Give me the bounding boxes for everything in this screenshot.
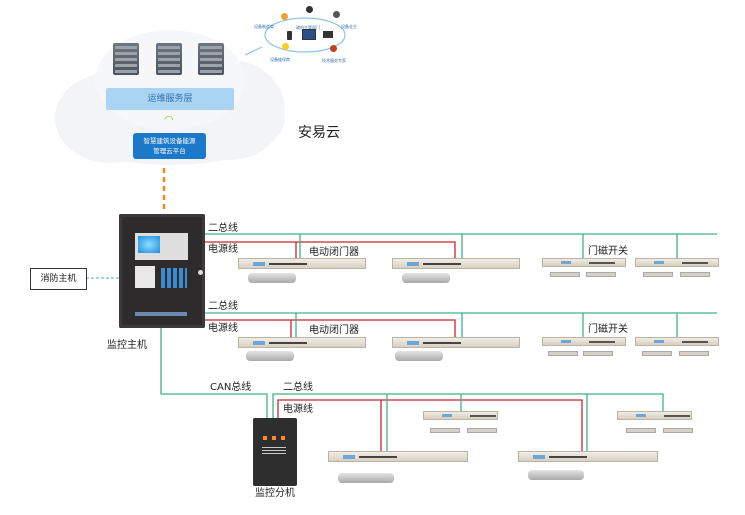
- door-closer: [328, 451, 468, 462]
- door-closer-arm: [528, 470, 584, 480]
- door-closer-arm: [246, 351, 294, 361]
- user-avatar-icon: [281, 13, 288, 20]
- door-closer-arm: [248, 273, 296, 283]
- row1-bus-label: 二总线: [208, 223, 238, 234]
- door-closer: [392, 337, 520, 348]
- main-controller-cabinet: [119, 214, 205, 328]
- user-avatar-icon: [306, 6, 313, 13]
- door-knob-icon: [198, 270, 203, 275]
- row1-power: [205, 241, 456, 258]
- phone-icon: [287, 31, 292, 40]
- sub-controller-cabinet: [253, 418, 297, 486]
- door-magnet-switch: [423, 411, 498, 420]
- magnet-sensor: [467, 428, 497, 433]
- wifi-icon: ◠: [164, 113, 174, 126]
- ring-connector: [244, 46, 263, 56]
- door-closer: [392, 258, 520, 269]
- magnet-sensor: [663, 428, 693, 433]
- row2-power: [205, 319, 456, 337]
- controller-window: [135, 266, 155, 288]
- platform-line1: 智慧建筑设备能源: [143, 137, 196, 145]
- magnet-sensor: [642, 351, 672, 356]
- can-bus-label: CAN总线: [210, 382, 252, 393]
- magnet-sensor: [643, 272, 673, 277]
- magnet-sensor: [550, 272, 580, 277]
- door-magnet-switch: [617, 411, 692, 420]
- magnet-sensor: [626, 428, 656, 433]
- sub-controller-label: 监控分机: [255, 488, 295, 499]
- laptop-icon: [323, 31, 333, 38]
- user-avatar-icon: [330, 45, 337, 52]
- controller-screen: [138, 236, 160, 253]
- keypad-icon: [161, 268, 187, 288]
- door-magnet-switch: [635, 258, 719, 267]
- indicator-leds-icon: [263, 436, 285, 440]
- server-icon: [113, 43, 139, 75]
- magnet-sensor: [680, 272, 710, 277]
- main-controller-label: 监控主机: [107, 340, 147, 351]
- user-avatar-icon: [282, 43, 289, 50]
- fire-host-box: 消防主机: [30, 268, 87, 290]
- server-icon: [156, 43, 182, 75]
- magnet-sensor: [583, 351, 613, 356]
- tablet-icon: [302, 29, 316, 40]
- ring-label: 设备业主: [341, 24, 357, 29]
- row2-magnet-label: 门磁开关: [588, 324, 628, 335]
- user-avatar-icon: [333, 11, 340, 18]
- cloud-platform-box: 智慧建筑设备能源 管理云平台: [133, 133, 206, 159]
- brand-plate: [135, 312, 187, 316]
- ring-label: 政府主管部门: [296, 25, 320, 30]
- row3-bus-label: 二总线: [283, 382, 313, 393]
- user-ring: [264, 17, 346, 53]
- row1-magnet-label: 门磁开关: [588, 246, 628, 257]
- row1-power-label: 电源线: [208, 244, 238, 255]
- sub-controller-panel-text: [262, 447, 286, 455]
- can-bus: [160, 328, 268, 420]
- ring-label: 技术服务专家: [322, 58, 346, 63]
- server-icon: [198, 43, 224, 75]
- ring-label: 设备维保商: [270, 57, 290, 62]
- row2-power-label: 电源线: [208, 323, 238, 334]
- door-closer-arm: [402, 273, 450, 283]
- row3-power: [277, 399, 583, 455]
- door-magnet-switch: [542, 337, 626, 346]
- ring-label: 设备制造商: [254, 24, 274, 29]
- row1-closer-label: 电动闭门器: [309, 247, 359, 258]
- magnet-sensor: [548, 351, 578, 356]
- magnet-sensor: [679, 351, 709, 356]
- row2-bus-label: 二总线: [208, 301, 238, 312]
- platform-line2: 管理云平台: [153, 147, 186, 155]
- door-closer-arm: [395, 351, 443, 361]
- controller-display-panel: [135, 233, 188, 260]
- cloud-name: 安易云: [298, 125, 340, 141]
- door-magnet-switch: [542, 258, 626, 267]
- door-closer-arm: [338, 473, 394, 483]
- magnet-sensor: [586, 272, 616, 277]
- row2-closer-label: 电动闭门器: [309, 325, 359, 336]
- row3-power-label: 电源线: [283, 404, 313, 415]
- ops-service-layer: 运维服务层: [106, 88, 234, 110]
- door-magnet-switch: [635, 337, 719, 346]
- door-closer: [238, 258, 366, 269]
- magnet-sensor: [430, 428, 460, 433]
- row3-bus: [272, 393, 664, 420]
- door-closer: [238, 337, 366, 348]
- door-closer: [518, 451, 658, 462]
